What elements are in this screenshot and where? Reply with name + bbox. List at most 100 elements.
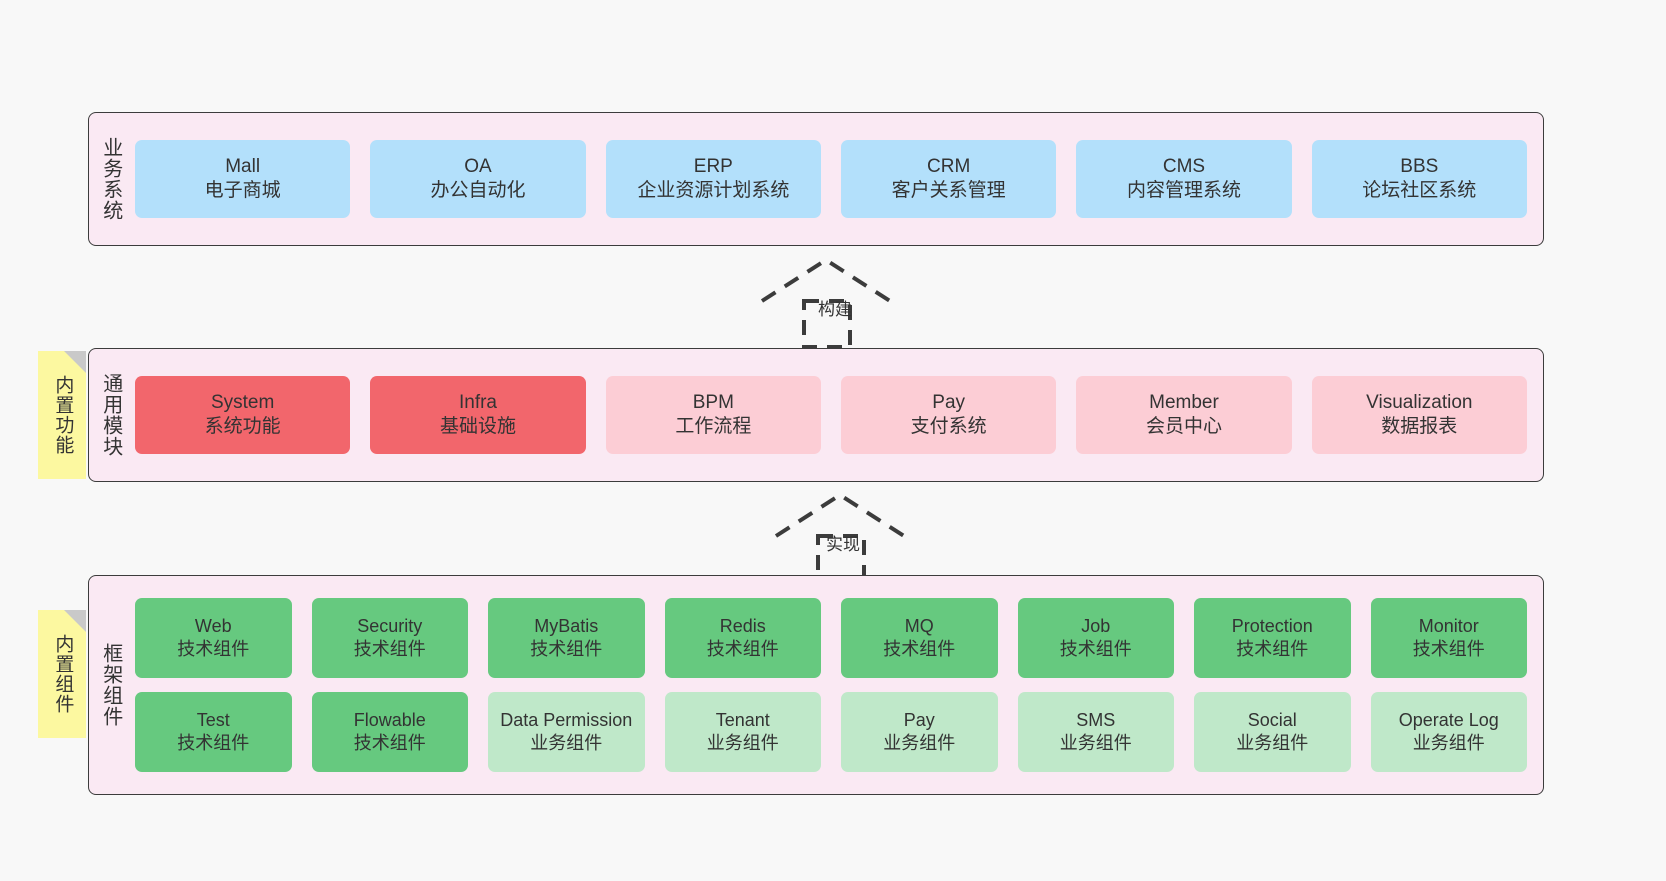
component-title: Flowable xyxy=(353,710,426,731)
component-security[interactable]: Security 技术组件 xyxy=(311,598,468,678)
component-title: Web xyxy=(194,616,232,637)
module-title: Member xyxy=(1149,391,1219,413)
component-title: Test xyxy=(196,710,230,731)
module-subtitle: 系统功能 xyxy=(204,416,281,437)
arrow-implement-glyph xyxy=(774,492,906,584)
module-title: Pay xyxy=(932,391,966,413)
component-test[interactable]: Test 技术组件 xyxy=(135,692,292,772)
component-subtitle: 业务组件 xyxy=(530,733,603,753)
component-social[interactable]: Social 业务组件 xyxy=(1194,692,1351,772)
component-title: Protection xyxy=(1231,616,1313,637)
module-subtitle: 办公自动化 xyxy=(430,180,526,201)
component-subtitle: 技术组件 xyxy=(1412,639,1485,659)
note-builtin-function[interactable]: 内置功能 xyxy=(38,351,86,479)
component-subtitle: 业务组件 xyxy=(706,733,779,753)
component-title: Tenant xyxy=(715,710,770,731)
component-tenant[interactable]: Tenant 业务组件 xyxy=(664,692,821,772)
module-title: OA xyxy=(464,155,492,177)
component-web[interactable]: Web 技术组件 xyxy=(135,598,292,678)
note-fold-icon xyxy=(64,351,86,373)
component-subtitle: 技术组件 xyxy=(1236,639,1309,659)
layer-common-module[interactable]: 通用模块 System 系统功能 Infra 基础设施 BPM 工作流程 Pay… xyxy=(88,348,1544,482)
component-subtitle: 业务组件 xyxy=(1059,733,1132,753)
component-redis[interactable]: Redis 技术组件 xyxy=(664,598,821,678)
layer-business-system[interactable]: 业务系统 Mall 电子商城 OA 办公自动化 ERP 企业资源计划系统 CRM… xyxy=(88,112,1544,246)
component-mq[interactable]: MQ 技术组件 xyxy=(841,598,998,678)
arrow-build-glyph xyxy=(760,257,892,349)
module-subtitle: 论坛社区系统 xyxy=(1362,180,1477,201)
module-title: Infra xyxy=(458,391,497,413)
component-data-permission[interactable]: Data Permission 业务组件 xyxy=(488,692,645,772)
note-builtin-component[interactable]: 内置组件 xyxy=(38,610,86,738)
module-oa[interactable]: OA 办公自动化 xyxy=(370,140,586,218)
component-subtitle: 技术组件 xyxy=(1059,639,1132,659)
layer-framework-component[interactable]: 框架组件 Web 技术组件 Security 技术组件 MyBatis 技术组件… xyxy=(88,575,1544,795)
module-member[interactable]: Member 会员中心 xyxy=(1076,376,1292,454)
module-subtitle: 支付系统 xyxy=(910,416,987,437)
layer-framework-title: 框架组件 xyxy=(99,643,122,727)
module-title: ERP xyxy=(693,155,733,177)
module-bpm[interactable]: BPM 工作流程 xyxy=(605,376,821,454)
layer-common-row: System 系统功能 Infra 基础设施 BPM 工作流程 Pay 支付系统… xyxy=(135,376,1527,454)
module-subtitle: 基础设施 xyxy=(439,416,516,437)
module-mall[interactable]: Mall 电子商城 xyxy=(135,140,351,218)
module-cms[interactable]: CMS 内容管理系统 xyxy=(1076,140,1292,218)
arrow-implement-label: 实现 xyxy=(826,535,860,554)
layer-business-row: Mall 电子商城 OA 办公自动化 ERP 企业资源计划系统 CRM 客户关系… xyxy=(135,140,1527,218)
module-title: Visualization xyxy=(1366,391,1473,413)
component-pay[interactable]: Pay 业务组件 xyxy=(841,692,998,772)
note-label: 内置功能 xyxy=(52,375,74,455)
component-job[interactable]: Job 技术组件 xyxy=(1017,598,1174,678)
component-subtitle: 技术组件 xyxy=(177,639,250,659)
component-title: Pay xyxy=(903,710,935,731)
module-infra[interactable]: Infra 基础设施 xyxy=(370,376,586,454)
arrow-build: 构建 xyxy=(748,255,928,355)
module-bbs[interactable]: BBS 论坛社区系统 xyxy=(1311,140,1527,218)
component-title: MyBatis xyxy=(534,616,599,637)
module-subtitle: 内容管理系统 xyxy=(1126,180,1241,201)
module-visualization[interactable]: Visualization 数据报表 xyxy=(1311,376,1527,454)
arrow-build-label: 构建 xyxy=(818,300,852,319)
component-flowable[interactable]: Flowable 技术组件 xyxy=(311,692,468,772)
layer-framework-row-tech: Web 技术组件 Security 技术组件 MyBatis 技术组件 Redi… xyxy=(135,598,1527,678)
module-title: BPM xyxy=(692,391,734,413)
component-subtitle: 业务组件 xyxy=(883,733,956,753)
module-title: CRM xyxy=(927,155,971,177)
module-erp[interactable]: ERP 企业资源计划系统 xyxy=(605,140,821,218)
module-title: BBS xyxy=(1400,155,1439,177)
module-crm[interactable]: CRM 客户关系管理 xyxy=(840,140,1057,218)
note-label: 内置组件 xyxy=(52,634,74,714)
component-operate-log[interactable]: Operate Log 业务组件 xyxy=(1370,692,1527,772)
module-subtitle: 客户关系管理 xyxy=(891,180,1006,201)
component-subtitle: 技术组件 xyxy=(706,639,779,659)
layer-framework-row-business: Test 技术组件 Flowable 技术组件 Data Permission … xyxy=(135,692,1527,772)
component-title: Job xyxy=(1081,616,1111,637)
component-subtitle: 技术组件 xyxy=(353,733,426,753)
component-subtitle: 技术组件 xyxy=(177,733,250,753)
module-title: Mall xyxy=(225,155,261,177)
layer-common-title: 通用模块 xyxy=(99,373,122,457)
component-subtitle: 业务组件 xyxy=(1412,733,1485,753)
component-protection[interactable]: Protection 技术组件 xyxy=(1194,598,1351,678)
component-sms[interactable]: SMS 业务组件 xyxy=(1017,692,1174,772)
layer-business-title: 业务系统 xyxy=(99,137,122,221)
component-subtitle: 业务组件 xyxy=(1236,733,1309,753)
component-mybatis[interactable]: MyBatis 技术组件 xyxy=(488,598,645,678)
component-subtitle: 技术组件 xyxy=(530,639,603,659)
note-fold-icon xyxy=(64,610,86,632)
layer-framework-body: Web 技术组件 Security 技术组件 MyBatis 技术组件 Redi… xyxy=(131,576,1543,794)
component-monitor[interactable]: Monitor 技术组件 xyxy=(1370,598,1527,678)
module-subtitle: 电子商城 xyxy=(204,180,281,201)
module-subtitle: 工作流程 xyxy=(675,416,752,437)
module-system[interactable]: System 系统功能 xyxy=(135,376,351,454)
component-title: SMS xyxy=(1076,710,1116,731)
component-title: Security xyxy=(357,616,423,637)
layer-common-body: System 系统功能 Infra 基础设施 BPM 工作流程 Pay 支付系统… xyxy=(131,349,1543,481)
component-title: Data Permission xyxy=(500,710,633,731)
layer-business-body: Mall 电子商城 OA 办公自动化 ERP 企业资源计划系统 CRM 客户关系… xyxy=(131,113,1543,245)
component-title: Social xyxy=(1247,710,1297,731)
component-title: MQ xyxy=(904,616,934,637)
module-subtitle: 会员中心 xyxy=(1145,416,1222,437)
module-pay[interactable]: Pay 支付系统 xyxy=(840,376,1057,454)
